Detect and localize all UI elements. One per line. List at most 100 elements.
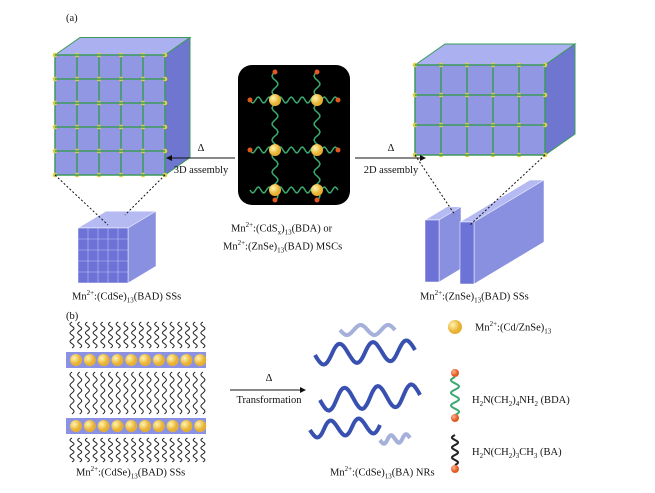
cluster-sphere	[152, 420, 165, 432]
cluster-sphere	[311, 94, 323, 106]
panel-b-left-caption: Mn2+:(CdSe)13(BAD) SSs	[76, 465, 186, 481]
left-block-front	[77, 227, 129, 284]
ba-ligand	[154, 437, 160, 463]
amine-end	[272, 197, 278, 203]
legend-ba: H2N(CH2)3CH3 (BA)	[472, 447, 562, 461]
cluster-sphere	[269, 94, 281, 106]
ba-ligand	[161, 437, 167, 463]
bda-ligand	[313, 71, 321, 201]
zoom-dotted-line	[124, 174, 166, 216]
legend-bda-end	[451, 414, 459, 422]
cluster-sphere	[83, 354, 96, 366]
transform-label: Transformation	[236, 395, 302, 406]
bda-ligand	[271, 71, 279, 201]
right-block-2-front	[459, 221, 475, 285]
ba-ligand	[177, 371, 183, 415]
legend-ba-coil	[450, 434, 460, 466]
ba-ligand	[184, 321, 191, 349]
bda-ligand	[249, 146, 339, 154]
cluster-sphere	[139, 420, 151, 432]
legend-bda: H2N(CH2)4NH2 (BDA)	[472, 395, 570, 409]
nanoribbon	[378, 432, 412, 446]
amine-end	[247, 97, 253, 103]
left-arrow-label: 3D assembly	[173, 165, 229, 176]
legend-ba-end	[451, 465, 459, 473]
ba-ligand	[169, 321, 175, 349]
cluster-sphere	[125, 420, 138, 432]
nanoribbon	[308, 416, 382, 440]
amine-end	[314, 197, 320, 203]
ba-ligand	[146, 371, 152, 415]
cluster-sphere	[83, 420, 96, 432]
ba-ligand	[192, 321, 198, 349]
right-arrow-label: 2D assembly	[363, 165, 419, 176]
bda-ligand	[249, 96, 339, 104]
right-lattice-front	[414, 64, 546, 156]
cluster-sphere	[194, 420, 207, 432]
ba-ligand	[138, 321, 144, 349]
cluster-sphere	[111, 354, 124, 366]
ba-ligand	[192, 437, 198, 463]
cluster-sphere	[70, 420, 82, 432]
ba-ligand	[200, 371, 206, 415]
ba-ligand	[84, 437, 90, 463]
ba-ligand	[84, 371, 90, 415]
amine-end	[272, 69, 278, 75]
cluster-sphere	[166, 354, 179, 366]
amine-end	[314, 69, 320, 75]
amine-end	[335, 147, 341, 153]
ba-ligand	[69, 321, 75, 349]
ba-ligand	[146, 321, 152, 349]
bda-ligand	[249, 186, 339, 194]
nanoribbon	[318, 382, 422, 413]
ba-ligand	[100, 371, 106, 415]
right-block-1-side	[438, 206, 462, 283]
cluster-sphere	[152, 354, 165, 366]
left-delta: Δ	[197, 143, 205, 154]
center-caption-line2: Mn2+:(ZnSe)13(BAD) MSCs	[223, 239, 343, 255]
ba-ligand	[169, 371, 175, 415]
cluster-sphere	[166, 420, 179, 432]
cluster-sphere	[269, 144, 281, 156]
ba-ligand	[131, 437, 137, 463]
ba-ligand	[192, 371, 198, 415]
ba-ligand	[100, 437, 106, 463]
ba-ligand	[200, 437, 206, 463]
ba-ligand	[107, 437, 114, 463]
ba-ligand	[92, 321, 98, 349]
ba-ligand	[123, 321, 129, 349]
cluster-sphere	[180, 354, 193, 366]
panel-a-label: (a)	[66, 13, 78, 24]
ba-ligand	[115, 371, 121, 415]
ba-ligand	[131, 321, 137, 349]
center-caption-line1: Mn2+:(CdSx)13(BDA) or	[231, 221, 333, 237]
left-block-caption: Mn2+:(CdSe)13(BAD) SSs	[72, 289, 182, 305]
right-delta: Δ	[387, 143, 395, 154]
ba-ligand	[131, 371, 137, 415]
legend-cluster: Mn2+:(Cd/ZnSe)13	[475, 320, 552, 336]
cluster-sphere	[97, 354, 110, 366]
ba-ligand	[123, 437, 129, 463]
ba-ligand	[84, 321, 90, 349]
ba-ligand	[107, 321, 114, 349]
right-block-caption: Mn2+:(ZnSe)13(BAD) SSs	[420, 289, 529, 305]
nanoribbon	[338, 323, 397, 337]
cluster-sphere	[111, 420, 124, 432]
ba-ligand	[177, 321, 183, 349]
ba-ligand	[115, 321, 121, 349]
cluster-sphere	[269, 184, 281, 196]
transform-delta: Δ	[265, 373, 273, 384]
cluster-sphere	[311, 184, 323, 196]
cluster-sphere	[311, 144, 323, 156]
ba-ligand	[161, 321, 167, 349]
panel-b-right-caption: Mn2+:(CdSe)13(BA) NRs	[330, 465, 435, 481]
ba-ligand	[184, 371, 191, 415]
cluster-sphere	[125, 354, 138, 366]
zoom-dotted-line	[414, 154, 456, 216]
ba-ligand	[154, 321, 160, 349]
ba-ligand	[115, 437, 121, 463]
amine-end	[247, 147, 253, 153]
ba-ligand	[138, 437, 144, 463]
ba-ligand	[177, 437, 183, 463]
